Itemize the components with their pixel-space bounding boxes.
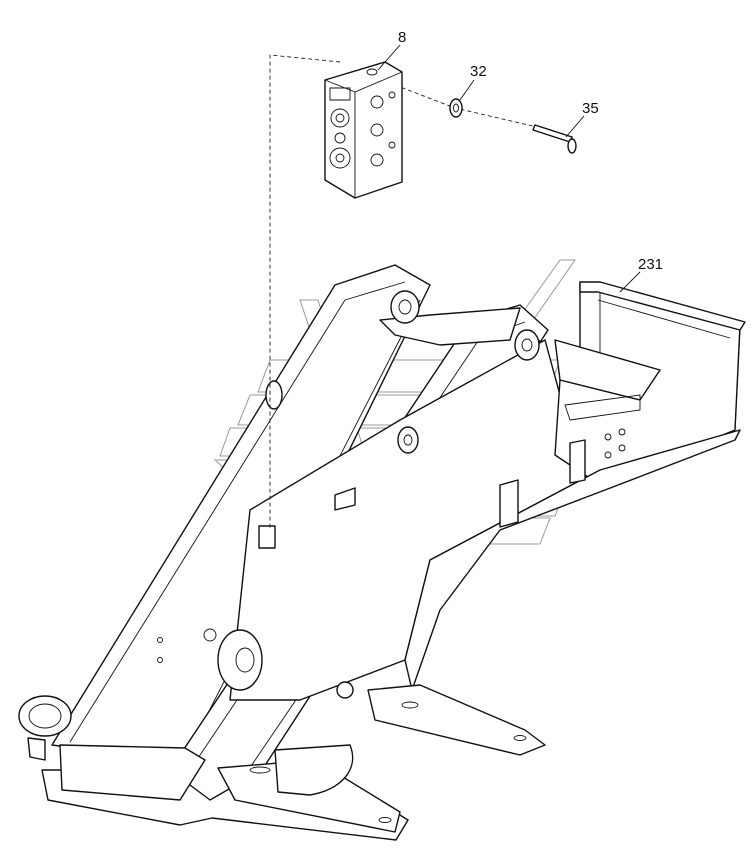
washer <box>449 98 463 118</box>
loader-frame <box>18 264 746 841</box>
callout-32: 32 <box>470 63 487 80</box>
pivot-bosses <box>217 290 540 699</box>
slew-ring <box>18 695 72 761</box>
front-crossbox <box>59 744 206 801</box>
mount-brackets <box>157 428 626 823</box>
callout-35: 35 <box>582 100 599 117</box>
bolt <box>532 124 577 154</box>
rear-frame <box>554 281 746 486</box>
callout-231: 231 <box>638 256 663 273</box>
callout-leaders <box>377 44 641 293</box>
slew-plate <box>274 744 354 796</box>
valve-block <box>324 61 403 199</box>
callout-8: 8 <box>398 29 406 46</box>
front-right-leg <box>367 684 546 756</box>
